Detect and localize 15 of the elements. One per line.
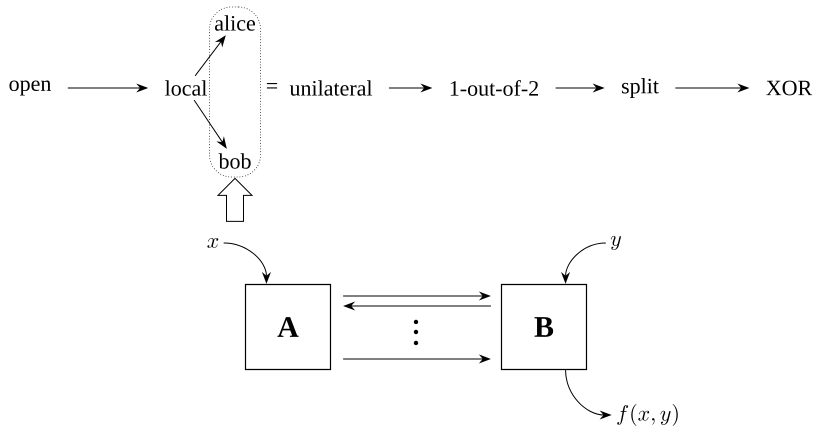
math-label: $x$ xyxy=(207,238,218,248)
node-label: bob xyxy=(218,153,251,169)
process-box: A xyxy=(244,284,332,370)
dotted-group-outline xyxy=(209,6,261,178)
math-label: $y$ xyxy=(610,236,621,250)
node-label: 1-out-of-2 xyxy=(450,80,538,96)
process-box: B xyxy=(500,284,588,370)
node-label: XOR xyxy=(766,80,812,96)
node-label: open xyxy=(9,80,52,96)
node-label: alice xyxy=(215,15,256,31)
node-label: unilateral xyxy=(290,80,372,96)
math-label: $f(x,y)$ xyxy=(617,404,678,426)
node-label: split xyxy=(622,78,659,98)
node-label: local xyxy=(165,80,207,96)
equals-sign: = xyxy=(266,82,278,88)
